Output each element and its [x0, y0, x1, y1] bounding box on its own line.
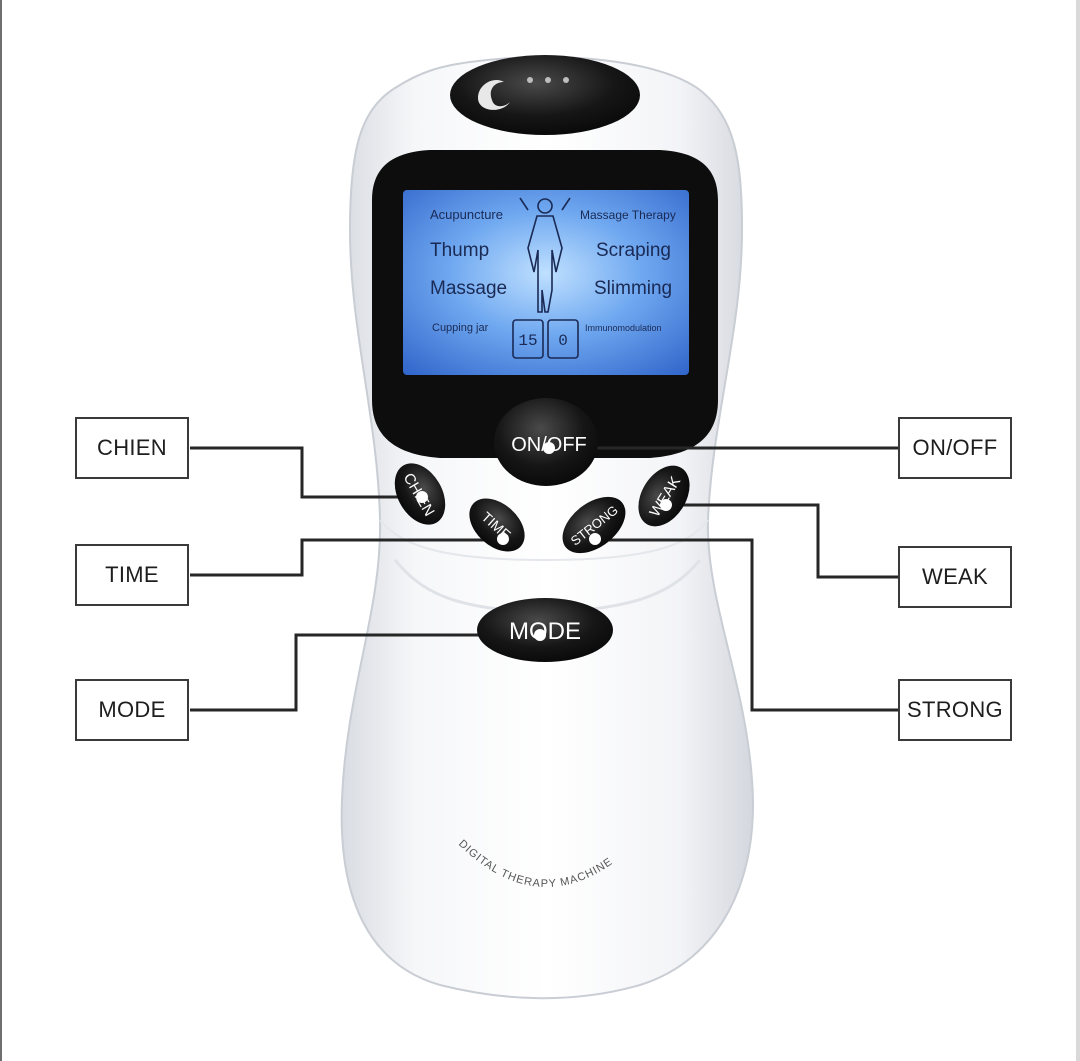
mode-button-label: MODE [509, 618, 581, 645]
callout-weak: WEAK [898, 546, 1012, 608]
callout-on-off: ON/OFF [898, 417, 1012, 479]
intensity-readout: 15 [518, 332, 537, 350]
lcd-mode-left-3: Massage [430, 278, 507, 299]
indicator-light-icon [563, 77, 569, 83]
lcd-mode-right-4: Immunomodulation [585, 323, 662, 333]
indicator-light-icon [527, 77, 533, 83]
human-body-icon [519, 197, 571, 313]
intensity-readout-box [512, 319, 544, 359]
lcd-readouts: 15 0 [512, 319, 579, 359]
line-time [190, 538, 502, 577]
callout-strong: STRONG [898, 679, 1012, 741]
lcd-mode-left-2: Thump [430, 240, 489, 261]
weak-button[interactable]: WEAK [628, 456, 700, 535]
lcd-mode-right-1: Massage Therapy [580, 208, 676, 222]
callout-mode: MODE [75, 679, 189, 741]
logo-icon [478, 79, 510, 110]
lcd-mode-right-2: Scraping [596, 240, 671, 261]
lcd-mode-left-4: Cupping jar [432, 322, 489, 334]
time-button[interactable]: TIME [459, 488, 535, 562]
callout-chien: CHIEN [75, 417, 189, 479]
lcd-screen [403, 190, 689, 375]
time-readout: 0 [558, 332, 568, 350]
lcd-mode-left-1: Acupuncture [430, 207, 503, 222]
mode-button[interactable]: MODE [477, 598, 613, 662]
image-left-border [0, 0, 2, 1061]
callout-lines [190, 446, 900, 712]
time-readout-box [547, 319, 579, 359]
line-mode [190, 633, 540, 712]
image-right-border [1076, 0, 1080, 1061]
line-weak [668, 503, 900, 579]
lcd-mode-right-3: Slimming [594, 278, 672, 299]
indicator-light-icon [545, 77, 551, 83]
line-strong [598, 538, 900, 712]
button-press-dots [416, 442, 672, 641]
line-chien [190, 446, 422, 499]
callout-time: TIME [75, 544, 189, 606]
on-off-button[interactable]: ON/OFF [494, 398, 598, 486]
top-indicator-pill [450, 55, 640, 135]
